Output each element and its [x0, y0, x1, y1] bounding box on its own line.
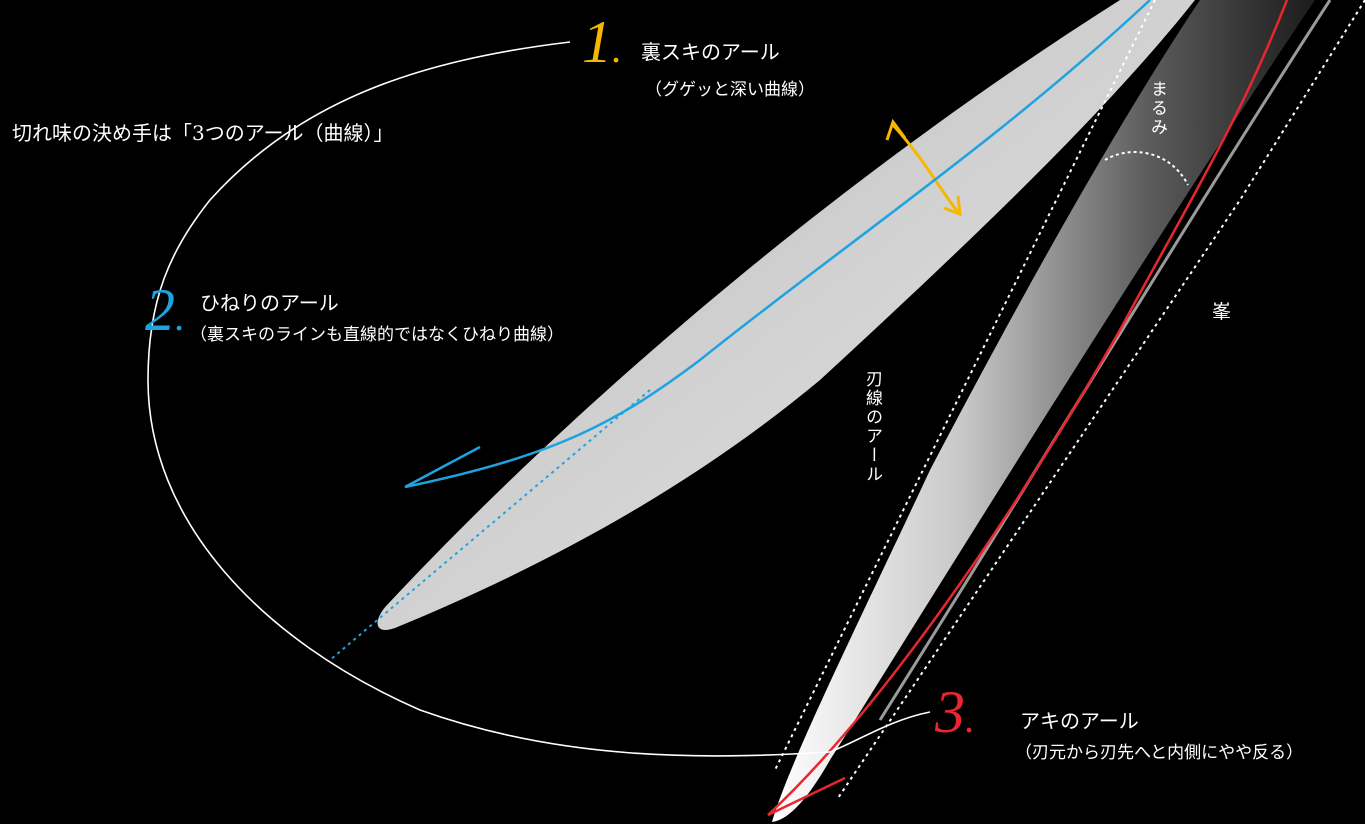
- curve-3-line: [767, 0, 1289, 817]
- point-3-note: （刃元から刃先へと内側にやや反る）: [1015, 743, 1304, 763]
- curve-1-arrow-top: [885, 118, 907, 141]
- point-3-heading: アキのアール: [1020, 709, 1139, 733]
- curve-2-line: [404, 0, 1151, 489]
- ridge-label: 峯: [1212, 301, 1232, 323]
- edge-guide-left: [774, 0, 1156, 771]
- point-1-number: 1.: [582, 9, 622, 75]
- edge-arc-label: 刃線のアール: [862, 370, 882, 484]
- annotation-loop: [147, 41, 931, 757]
- curve-1-arrow-bottom: [943, 195, 962, 217]
- blade-ridge: [878, 0, 1332, 721]
- edge-guide-right: [837, 0, 1365, 799]
- roundness-label: まるみ: [1147, 80, 1167, 137]
- point-3-number: 3.: [935, 679, 975, 745]
- roundness-arc: [1104, 151, 1189, 186]
- point-1-heading: 裏スキのアール: [641, 40, 780, 64]
- point-2-heading: ひねりのアール: [200, 291, 339, 315]
- upper-blade: [377, 0, 1195, 630]
- point-2-number: 2.: [145, 277, 185, 343]
- page-title: 切れ味の決め手は「3つのアール（曲線）」: [12, 121, 394, 145]
- point-2-note: （裏スキのラインも直線的ではなくひねり曲線）: [190, 325, 564, 345]
- point-1-note: （グゲッと深い曲線）: [645, 80, 815, 100]
- lower-blade: [772, 0, 1315, 822]
